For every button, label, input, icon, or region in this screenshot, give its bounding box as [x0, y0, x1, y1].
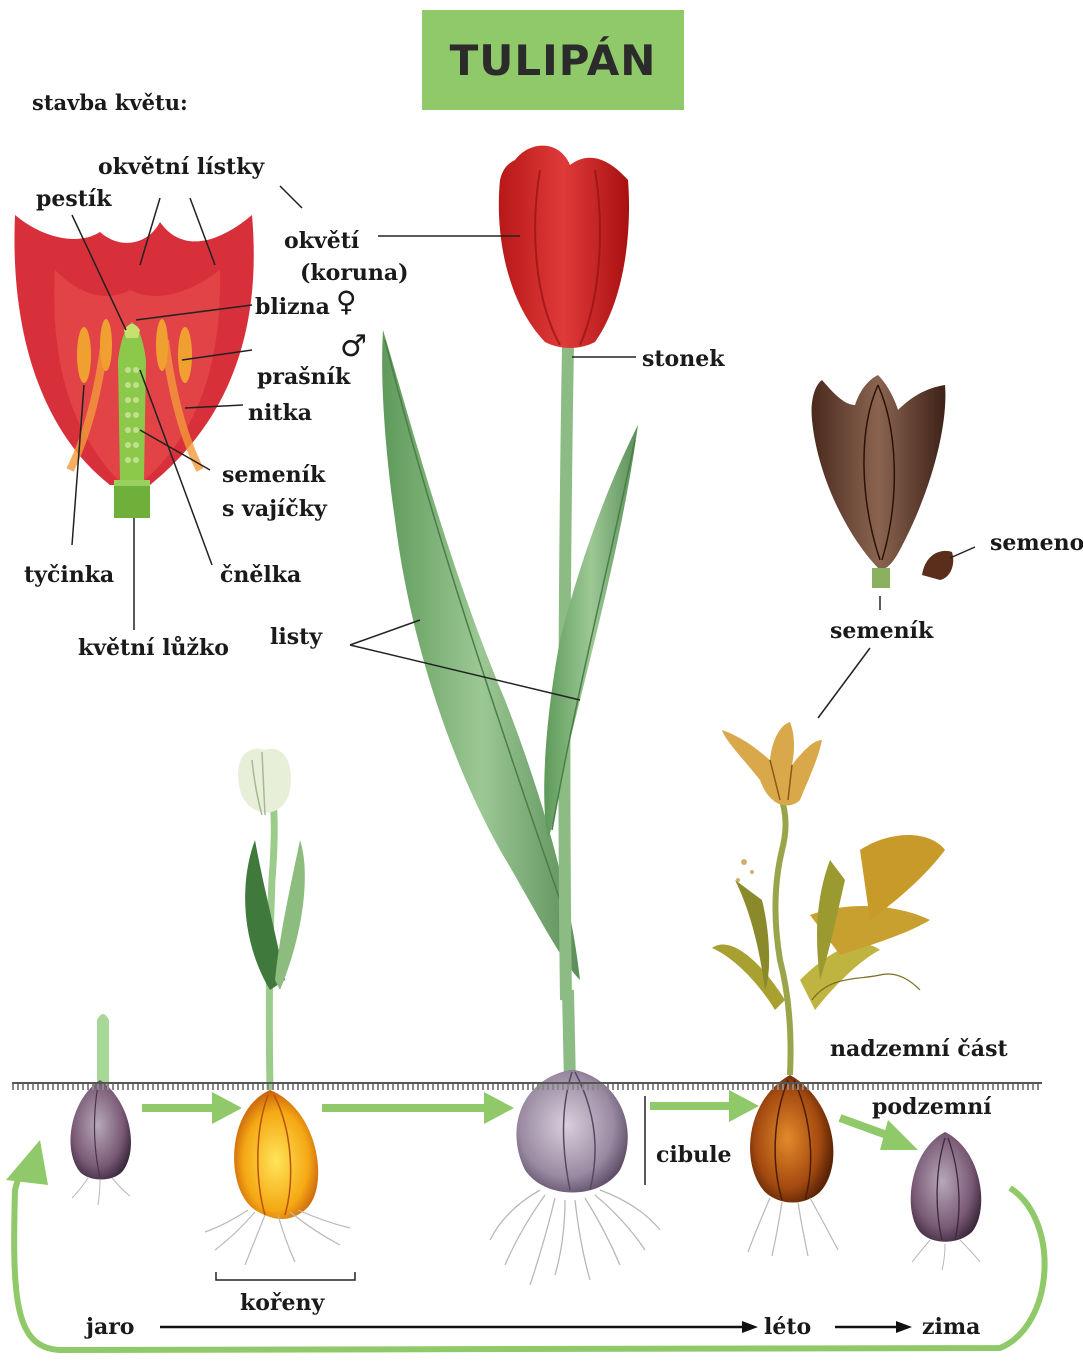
label-anther: prašník	[257, 366, 350, 388]
label-stem: stonek	[642, 348, 724, 370]
brown-bulb	[748, 1075, 838, 1256]
female-symbol: ♀	[336, 288, 357, 316]
label-tepals: okvětní lístky	[98, 156, 264, 178]
label-seed: semeno	[990, 532, 1083, 554]
label-underground: podzemní	[872, 1096, 992, 1118]
young-tulip	[238, 749, 305, 1090]
wilting-tulip	[712, 722, 945, 1075]
label-ovary: semeník	[222, 464, 325, 486]
label-winter: zima	[922, 1316, 980, 1338]
label-stamen: tyčinka	[24, 564, 114, 586]
label-corolla: (koruna)	[300, 262, 409, 284]
tall-tulip	[382, 146, 638, 1085]
ground	[12, 1083, 1042, 1087]
page-title: TULIPÁN	[422, 10, 684, 110]
label-stigma: blizna	[255, 296, 330, 318]
sprout-bulb	[70, 1014, 130, 1205]
label-bulb: cibule	[656, 1144, 732, 1166]
male-symbol: ♂	[340, 332, 367, 362]
title-box: TULIPÁN	[422, 10, 684, 110]
label-spring: jaro	[86, 1316, 134, 1338]
label-leaves: listy	[270, 626, 322, 648]
label-flower-structure: stavba květu:	[32, 92, 188, 113]
seed-pod	[812, 375, 954, 588]
label-seed-pod: semeník	[830, 620, 933, 642]
label-style: čnělka	[220, 564, 301, 586]
label-receptacle: květní lůžko	[78, 637, 229, 659]
label-filament: nitka	[248, 402, 312, 424]
dormant-bulb	[911, 1132, 982, 1270]
label-summer: léto	[764, 1316, 811, 1338]
label-ovary-ovules: s vajíčky	[222, 498, 327, 520]
label-pistil: pestík	[36, 188, 112, 210]
flower-section	[14, 215, 253, 518]
label-roots: kořeny	[240, 1292, 324, 1314]
label-perianth: okvětí	[284, 230, 359, 252]
large-bulb	[490, 1070, 660, 1285]
label-aboveground: nadzemní část	[830, 1038, 1008, 1060]
yellow-bulb	[205, 1090, 350, 1265]
